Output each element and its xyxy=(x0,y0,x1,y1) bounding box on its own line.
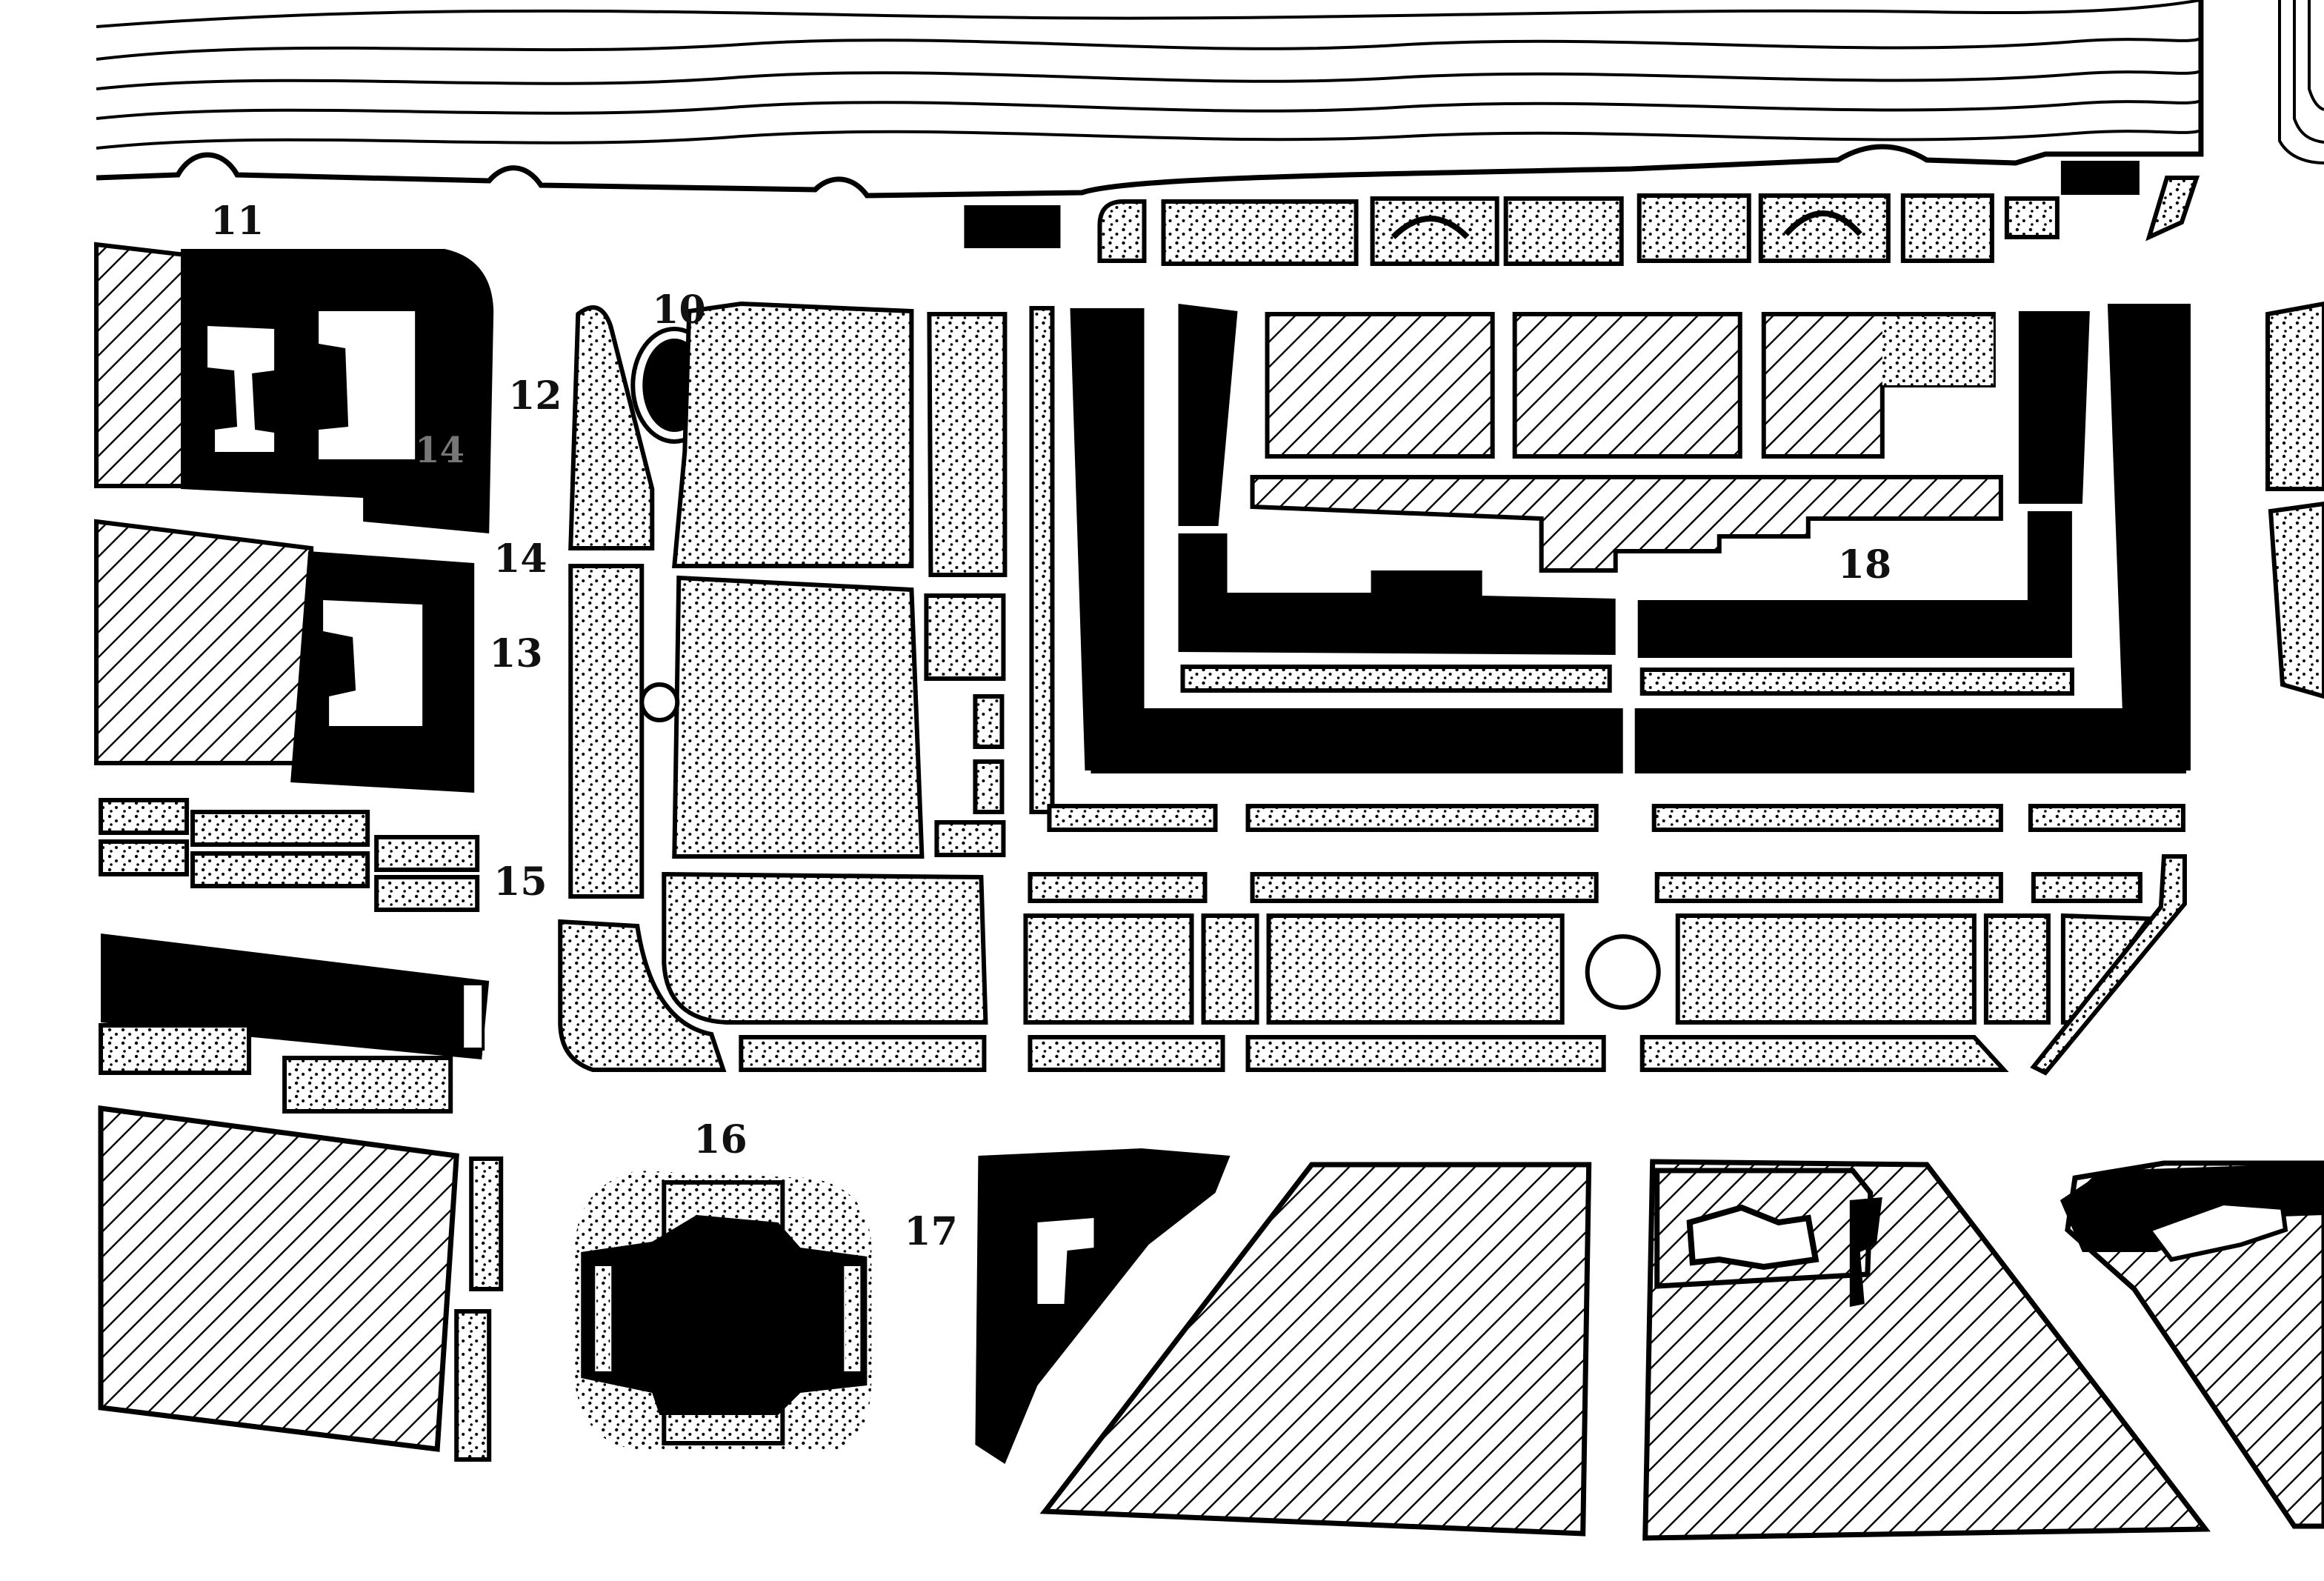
block-17 xyxy=(975,1148,1231,1464)
label-14-faint: 14 xyxy=(415,430,465,471)
river-line xyxy=(96,0,2202,28)
fountain xyxy=(639,682,680,722)
label-11: 11 xyxy=(210,199,264,244)
river-line xyxy=(96,129,2202,150)
river xyxy=(96,0,2202,150)
river-line xyxy=(96,37,2202,61)
label-12: 12 xyxy=(508,373,562,419)
boulevard-strips xyxy=(1023,804,2187,1076)
block-bottom-left-hatched xyxy=(98,1105,504,1462)
label-18: 18 xyxy=(1838,542,1891,588)
bottom-blocks xyxy=(1039,1159,2324,1541)
block-13 xyxy=(94,519,475,793)
block-left-solid xyxy=(99,933,490,1114)
block-11 xyxy=(94,242,494,533)
river-line xyxy=(96,99,2202,120)
label-17: 17 xyxy=(904,1209,957,1254)
label-14: 14 xyxy=(493,536,547,582)
block-16 xyxy=(575,1171,872,1449)
block-15-rows xyxy=(99,798,480,912)
label-16: 16 xyxy=(693,1117,747,1162)
label-10: 10 xyxy=(652,287,705,333)
central-garden xyxy=(558,301,1008,1072)
roundabout xyxy=(1585,934,1661,1010)
river-line xyxy=(96,70,2202,90)
block-18 xyxy=(1029,304,2191,814)
embankment xyxy=(96,0,2204,199)
right-edge-blocks xyxy=(2265,301,2324,699)
label-13: 13 xyxy=(489,631,542,676)
map-labels: 10 11 12 14 14 13 15 16 17 18 xyxy=(210,199,1891,1254)
river-right-edge xyxy=(2277,0,2324,164)
label-15: 15 xyxy=(493,859,547,905)
embankment-blocks xyxy=(964,161,2200,266)
